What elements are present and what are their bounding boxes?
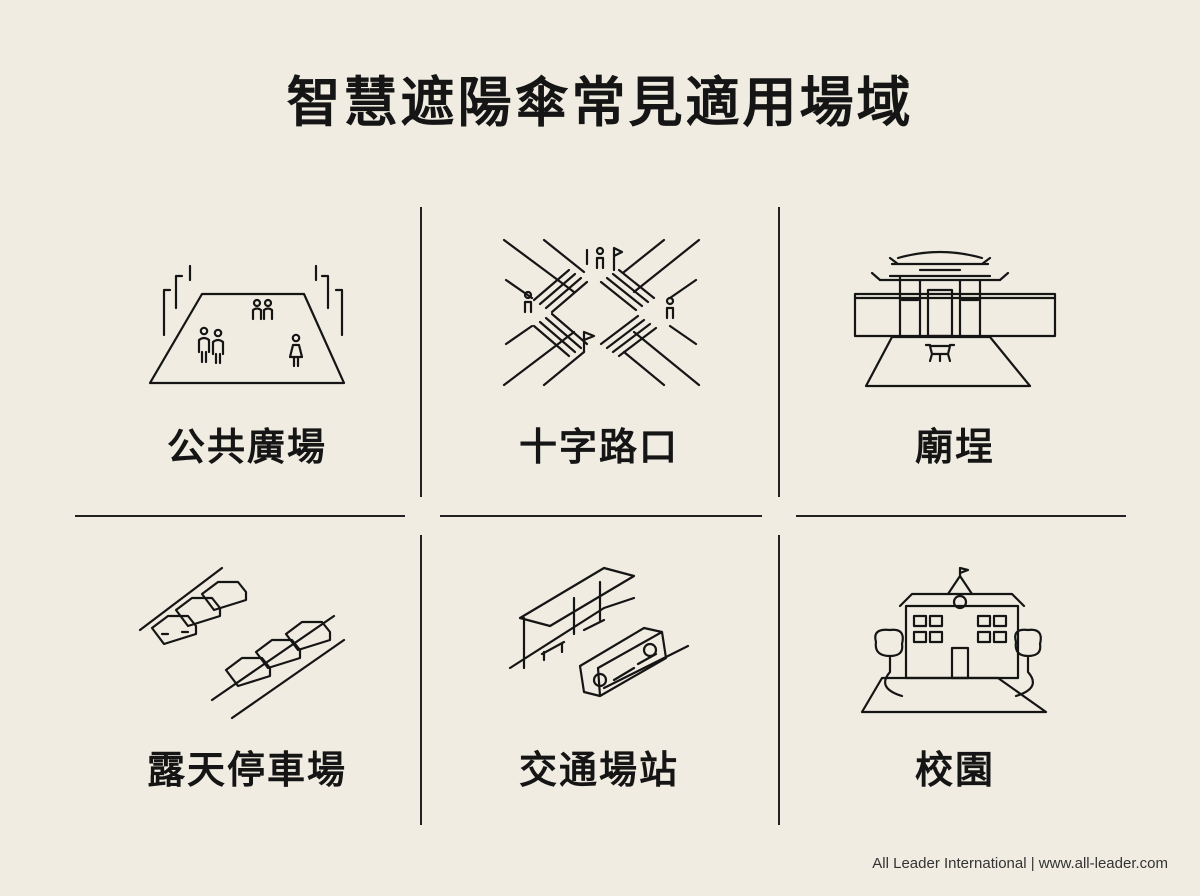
scene-label-bus-station: 交通場站 (518, 748, 679, 792)
divider-v-bottom-right (778, 535, 780, 825)
temple-icon (853, 250, 1057, 388)
crossroad-icon (502, 238, 701, 387)
divider-h-left (75, 515, 405, 517)
scene-label-crossroad: 十字路口 (518, 425, 679, 469)
scene-label-temple: 廟埕 (914, 425, 995, 469)
scene-parking: 露天停車場 (72, 566, 422, 798)
parking-lot-icon (138, 566, 346, 720)
divider-v-bottom-left (420, 535, 422, 825)
page-title: 智慧遮陽傘常見適用場域 (286, 71, 914, 134)
campus-icon (860, 566, 1048, 714)
scene-crossroad: 十字路口 (424, 238, 774, 470)
footer-credit: All Leader International | www.all-leade… (872, 855, 1168, 872)
scene-label-campus: 校園 (914, 748, 995, 792)
scene-label-parking: 露天停車場 (146, 748, 347, 792)
scene-temple: 廟埕 (780, 240, 1130, 470)
scene-bus-station: 交通場站 (424, 566, 774, 798)
scene-plaza: 公共廣場 (72, 240, 422, 470)
scene-campus: 校園 (780, 566, 1130, 798)
divider-v-top-left (420, 207, 422, 497)
divider-h-right (796, 515, 1126, 517)
scene-label-plaza: 公共廣場 (166, 425, 327, 469)
divider-h-mid (440, 515, 762, 517)
bus-station-icon (508, 566, 690, 698)
divider-v-top-right (778, 207, 780, 497)
plaza-icon (148, 264, 346, 385)
